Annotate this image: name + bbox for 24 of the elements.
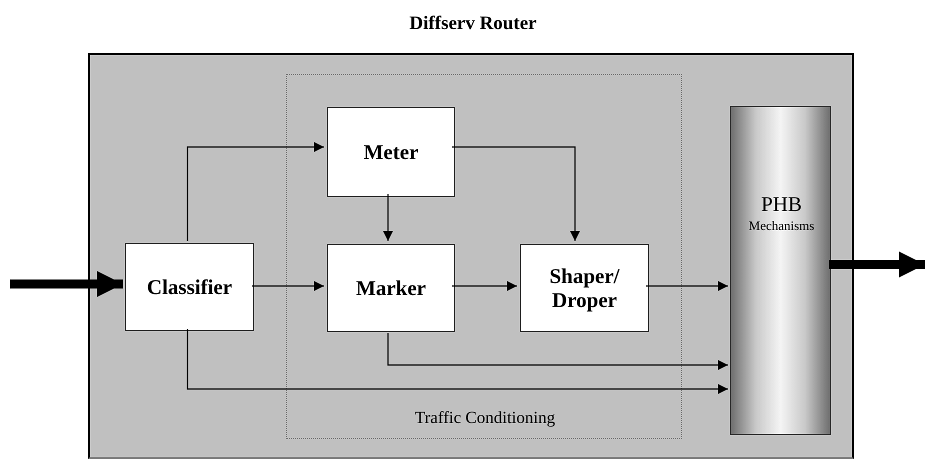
process-box (520, 244, 649, 332)
column-label: PHB (760, 192, 803, 217)
arrow (452, 146, 580, 241)
arrow (452, 281, 517, 291)
thick-arrow (10, 271, 123, 297)
column-box (730, 106, 831, 435)
arrow (383, 194, 393, 241)
process-box (327, 244, 455, 332)
router-title: Diffserv Router (408, 13, 538, 35)
box-label: Meter (362, 140, 420, 164)
process-box (125, 243, 254, 331)
group-frame (286, 74, 682, 439)
process-box (327, 107, 455, 197)
arrow (186, 329, 728, 394)
group-label: Traffic Conditioning (414, 408, 556, 428)
arrow (252, 281, 324, 291)
box-label: Shaper/ Droper (548, 264, 621, 312)
arrow (387, 333, 728, 370)
thick-arrow (829, 252, 925, 278)
box-label: Classifier (146, 274, 234, 300)
arrow (646, 281, 728, 291)
column-sublabel: Mechanisms (748, 218, 816, 234)
box-label: Marker (355, 276, 427, 300)
arrow (186, 142, 324, 241)
